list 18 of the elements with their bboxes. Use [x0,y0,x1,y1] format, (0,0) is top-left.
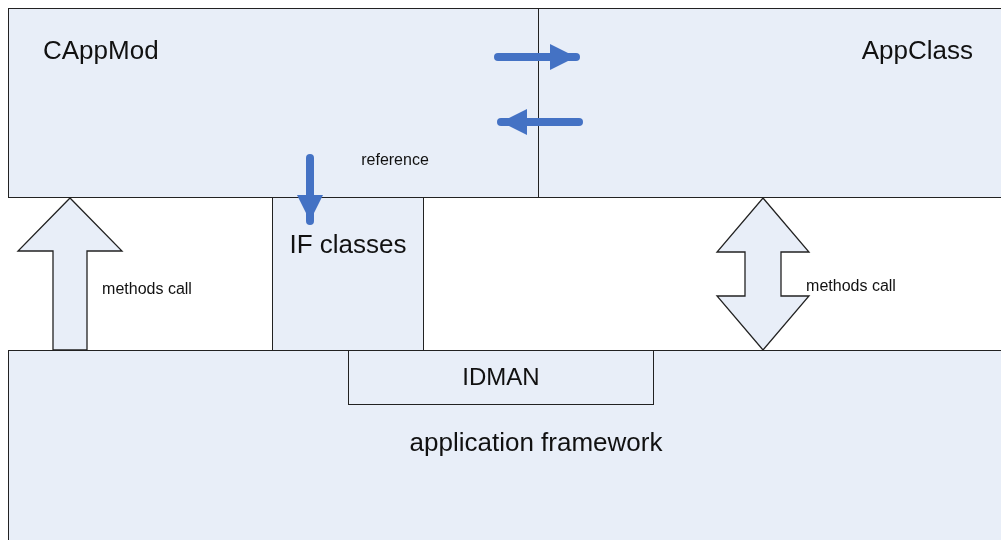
arrow [297,154,323,225]
arrow [497,109,583,135]
block-arrow [16,197,124,351]
node-label: AppClass [861,35,973,66]
node-label: CAppMod [43,35,159,66]
edge-label: methods call [101,279,193,299]
node-label: IF classes [288,228,408,261]
framework-block [8,350,1001,540]
class-block [538,8,1001,198]
manager-block [348,349,654,405]
block-arrow [715,197,811,351]
edge-label: methods call [805,276,897,296]
interface-block [272,197,424,351]
module-block [8,8,539,198]
node-label: IDMAN [461,362,541,391]
arrow [494,44,580,70]
edge-label: reference [360,150,430,170]
node-label: application framework [408,427,664,458]
